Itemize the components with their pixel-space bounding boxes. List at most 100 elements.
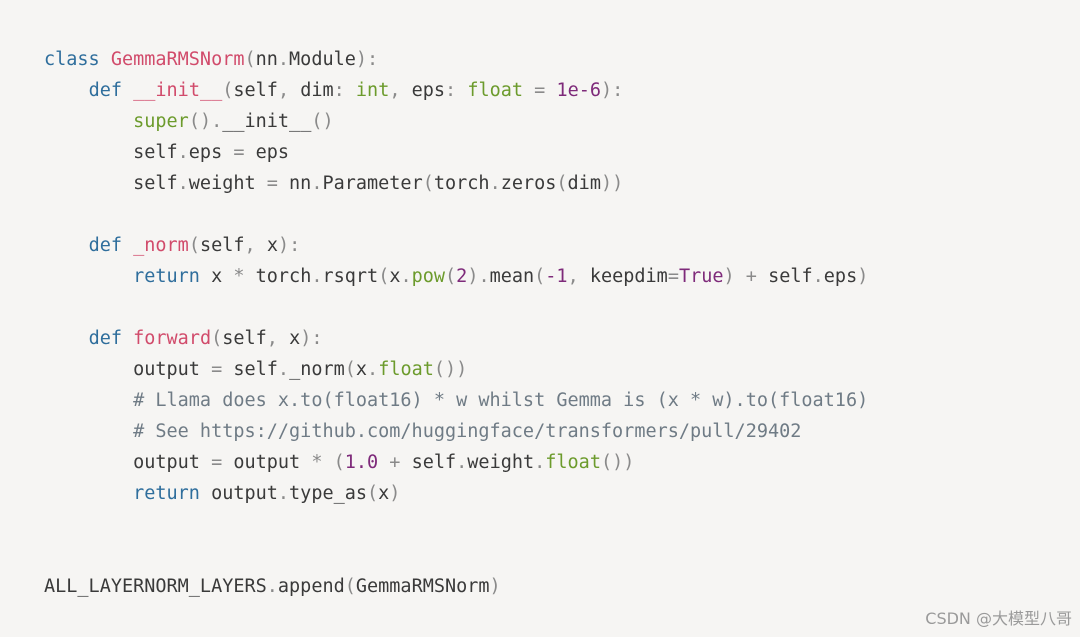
code-token: eps	[255, 142, 290, 163]
code-token: Module	[289, 49, 356, 70]
code-line: self.weight = nn.Parameter(torch.zeros(d…	[44, 168, 1080, 199]
code-token: eps	[823, 266, 858, 287]
code-token: .	[177, 142, 189, 163]
code-token: eps	[188, 142, 223, 163]
code-line: ALL_LAYERNORM_LAYERS.append(GemmaRMSNorm…	[44, 571, 1080, 602]
code-token: x	[266, 235, 278, 256]
code-token: .	[311, 173, 323, 194]
code-token: (	[445, 266, 457, 287]
code-token: :	[445, 80, 468, 101]
code-token: ,	[266, 328, 290, 349]
code-token: keepdim	[589, 266, 668, 287]
code-token: (	[211, 328, 223, 349]
code-token: 2	[456, 266, 468, 287]
blank-line	[44, 199, 1080, 230]
code-token: # See https://github.com/huggingface/tra…	[133, 421, 802, 442]
code-token: __init__	[222, 111, 312, 132]
code-token: +	[734, 266, 769, 287]
code-token: (	[188, 235, 200, 256]
code-token: 1e-6	[556, 80, 602, 101]
code-token: True	[678, 266, 724, 287]
code-line: output = output * (1.0 + self.weight.flo…	[44, 447, 1080, 478]
code-token: )	[389, 483, 401, 504]
code-token: super	[133, 111, 189, 132]
code-token: .	[489, 173, 501, 194]
code-token: self	[199, 235, 245, 256]
code-token: )	[723, 266, 735, 287]
code-token: return	[133, 266, 212, 287]
code-token: (	[333, 452, 345, 473]
code-token: int	[355, 80, 390, 101]
code-token: x	[211, 266, 223, 287]
code-token: =	[523, 80, 557, 101]
code-token: *	[300, 452, 334, 473]
code-line: output = self._norm(x.float())	[44, 354, 1080, 385]
code-token: torch	[433, 173, 490, 194]
code-token: self	[768, 266, 813, 287]
code-token: =	[199, 452, 234, 473]
code-token: ALL_LAYERNORM_LAYERS	[44, 576, 267, 597]
code-token: x	[355, 359, 368, 380]
code-token: self	[222, 328, 267, 349]
code-token: weight	[188, 173, 256, 194]
code-token: eps	[411, 80, 446, 101]
code-token: (	[378, 266, 390, 287]
code-token: ))	[600, 173, 624, 194]
code-token: float	[545, 452, 601, 473]
code-token: weight	[467, 452, 535, 473]
code-token	[44, 80, 89, 101]
code-token: (	[344, 576, 356, 597]
code-token	[44, 235, 89, 256]
code-token: def	[88, 80, 134, 101]
code-token: append	[277, 576, 345, 597]
code-token: zeros	[500, 173, 557, 194]
watermark: CSDN @大模型八哥	[925, 609, 1072, 628]
code-token: _norm	[133, 235, 189, 256]
code-line: # Llama does x.to(float16) * w whilst Ge…	[44, 385, 1080, 416]
code-token: GemmaRMSNorm	[110, 49, 245, 70]
code-line: return output.type_as(x)	[44, 478, 1080, 509]
code-token: =	[222, 142, 256, 163]
code-token: (	[556, 173, 568, 194]
code-token: ):	[300, 328, 323, 349]
code-token: =	[199, 359, 234, 380]
code-token: nn	[289, 173, 312, 194]
code-token: =	[255, 173, 290, 194]
code-token: :	[333, 80, 356, 101]
code-token: 1.0	[344, 452, 379, 473]
code-token: pow	[411, 266, 446, 287]
code-line: class GemmaRMSNorm(nn.Module):	[44, 44, 1080, 75]
code-token: .	[812, 266, 824, 287]
code-token: self	[233, 359, 278, 380]
code-token: (	[244, 49, 256, 70]
code-token: ,	[244, 235, 267, 256]
code-line: def __init__(self, dim: int, eps: float …	[44, 75, 1080, 106]
code-token: (	[344, 359, 356, 380]
code-token: (	[222, 80, 234, 101]
code-token: def	[88, 328, 134, 349]
code-token: output	[233, 452, 301, 473]
code-token: _norm	[289, 359, 345, 380]
code-token	[44, 266, 133, 287]
code-line: # See https://github.com/huggingface/tra…	[44, 416, 1080, 447]
code-line: self.eps = eps	[44, 137, 1080, 168]
code-token: x	[289, 328, 301, 349]
code-token: float	[467, 80, 524, 101]
code-token: ,	[567, 266, 590, 287]
code-token: self	[44, 142, 178, 163]
code-line: return x * torch.rsqrt(x.pow(2).mean(-1,…	[44, 261, 1080, 292]
code-token: .	[266, 576, 278, 597]
code-token: ())	[433, 359, 468, 380]
code-token: )	[857, 266, 869, 287]
code-token: =	[667, 266, 679, 287]
code-token: ,	[277, 80, 301, 101]
blank-line	[44, 292, 1080, 323]
code-token: .	[400, 266, 412, 287]
code-token: GemmaRMSNorm	[355, 576, 490, 597]
code-token: .	[367, 359, 379, 380]
code-token: .	[456, 452, 468, 473]
blank-line	[44, 509, 1080, 540]
code-token: ,	[389, 80, 412, 101]
code-token	[44, 483, 133, 504]
